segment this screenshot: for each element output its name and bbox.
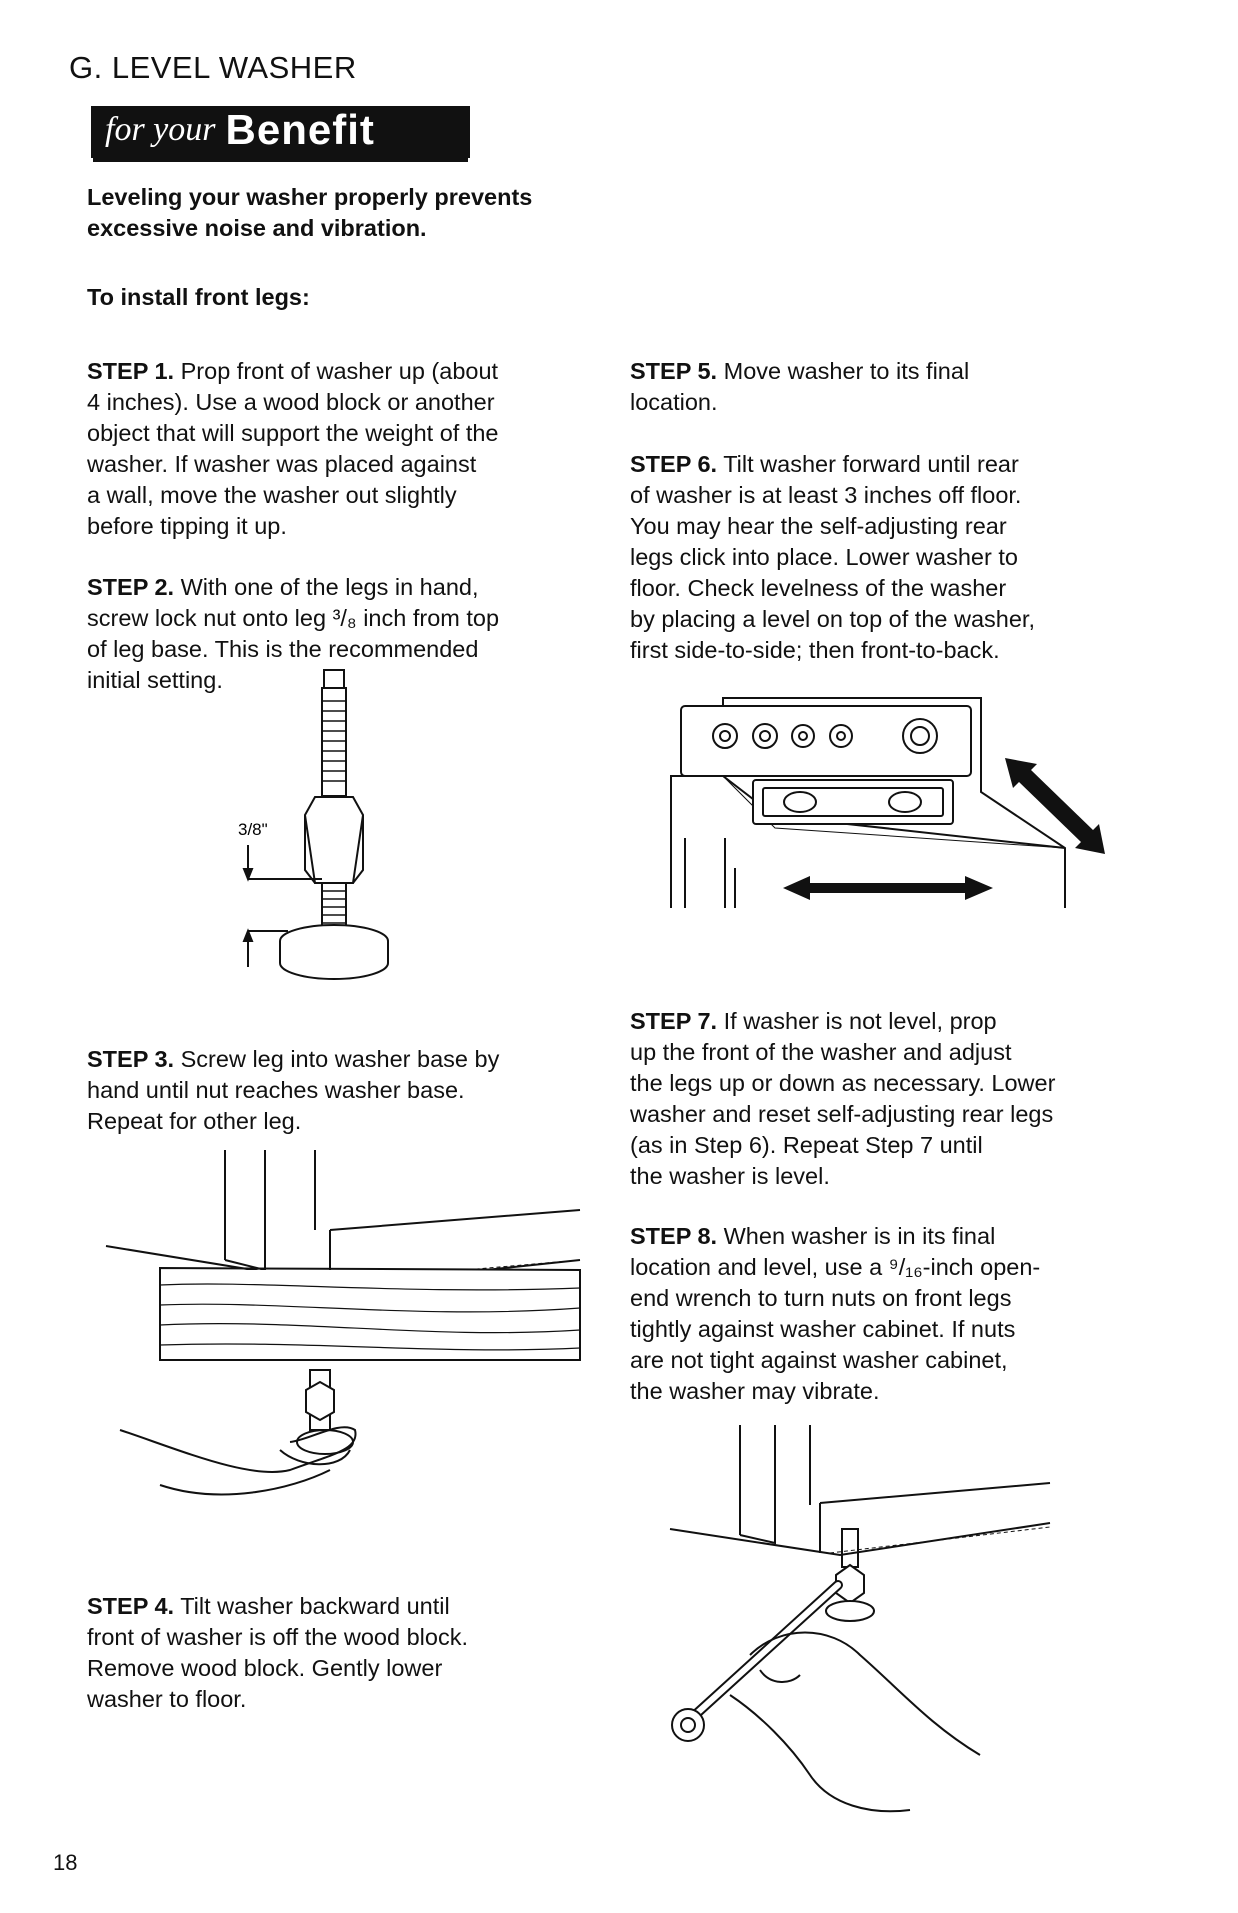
step-text: With one of the legs in hand, screw lock… — [87, 574, 500, 693]
leg-measure-label: 3/8" — [238, 820, 268, 839]
step-label: STEP 6. — [630, 451, 718, 477]
step-label: STEP 7. — [630, 1008, 718, 1034]
step-5: STEP 5. Move washer to its final locatio… — [630, 325, 1190, 418]
step-text: Prop front of washer up (about 4 inches)… — [87, 358, 499, 539]
intro-text: Leveling your washer properly prevents e… — [87, 184, 533, 241]
step-text: Screw leg into washer base by hand until… — [87, 1046, 500, 1134]
step-7: STEP 7. If washer is not level, prop up … — [630, 975, 1190, 1192]
step-1: STEP 1. Prop front of washer up (about 4… — [87, 325, 607, 542]
step-label: STEP 3. — [87, 1046, 175, 1072]
step-label: STEP 2. — [87, 574, 175, 600]
wrench-tighten-figure — [670, 1425, 1060, 1815]
leg-nut-figure: 3/8" — [238, 665, 420, 975]
for-your-benefit-banner: for your Benefit — [91, 106, 470, 158]
step-text: If washer is not level, prop up the fron… — [630, 1008, 1056, 1189]
step-label: STEP 1. — [87, 358, 175, 384]
page-number: 18 — [53, 1850, 78, 1875]
step-text: Tilt washer backward until front of wash… — [87, 1593, 468, 1712]
step-8: STEP 8. When washer is in its final loca… — [630, 1190, 1190, 1407]
step-label: STEP 8. — [630, 1223, 718, 1249]
washer-level-figure — [665, 688, 1105, 908]
section-heading: G. LEVEL WASHER — [69, 50, 357, 85]
banner-big-text: Benefit — [225, 106, 375, 153]
step-6: STEP 6. Tilt washer forward until rear o… — [630, 418, 1190, 666]
step-text: Move washer to its final location. — [630, 358, 970, 415]
leg-install-wood-block-figure — [100, 1150, 590, 1510]
step-label: STEP 5. — [630, 358, 718, 384]
step-2: STEP 2. With one of the legs in hand, sc… — [87, 541, 607, 696]
step-label: STEP 4. — [87, 1593, 175, 1619]
step-text: Tilt washer forward until rear of washer… — [630, 451, 1035, 663]
banner-small-text: for your — [105, 111, 216, 148]
side-to-side-arrow — [783, 876, 993, 900]
step-text: When washer is in its final location and… — [630, 1223, 1041, 1404]
front-to-back-arrow — [1005, 758, 1105, 854]
step-4: STEP 4. Tilt washer backward until front… — [87, 1560, 607, 1715]
front-legs-heading: To install front legs: — [87, 284, 310, 310]
step-3: STEP 3. Screw leg into washer base by ha… — [87, 1013, 607, 1137]
